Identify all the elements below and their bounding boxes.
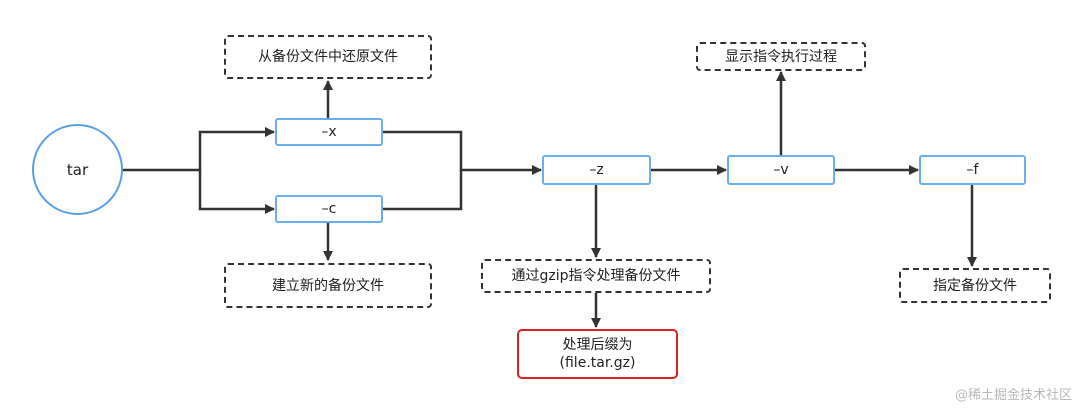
option-z-node: –z bbox=[542, 155, 651, 185]
specify-description: 指定备份文件 bbox=[899, 268, 1051, 303]
edge-x-to-z bbox=[383, 130, 542, 175]
restore-description: 从备份文件中还原文件 bbox=[224, 35, 432, 79]
suffix-result-line1: 处理后缀为 bbox=[562, 337, 633, 353]
option-x-node: –x bbox=[275, 118, 383, 146]
option-v-node: –v bbox=[727, 155, 835, 185]
create-description: 建立新的备份文件 bbox=[224, 263, 432, 308]
suffix-result-node: 处理后缀为 (file.tar.gz) bbox=[517, 329, 678, 379]
verbose-description: 显示指令执行过程 bbox=[696, 42, 866, 71]
option-c-node: –c bbox=[275, 195, 383, 223]
gzip-description: 通过gzip指令处理备份文件 bbox=[481, 259, 711, 293]
edge-tar-to-x bbox=[122, 127, 275, 172]
option-f-node: –f bbox=[919, 155, 1026, 185]
suffix-result-line2: (file.tar.gz) bbox=[559, 355, 636, 371]
tar-node: tar bbox=[32, 124, 123, 215]
edge-c-to-z bbox=[383, 170, 463, 211]
edge-tar-to-c bbox=[198, 170, 275, 214]
watermark: @稀土掘金技术社区 bbox=[954, 388, 1072, 403]
